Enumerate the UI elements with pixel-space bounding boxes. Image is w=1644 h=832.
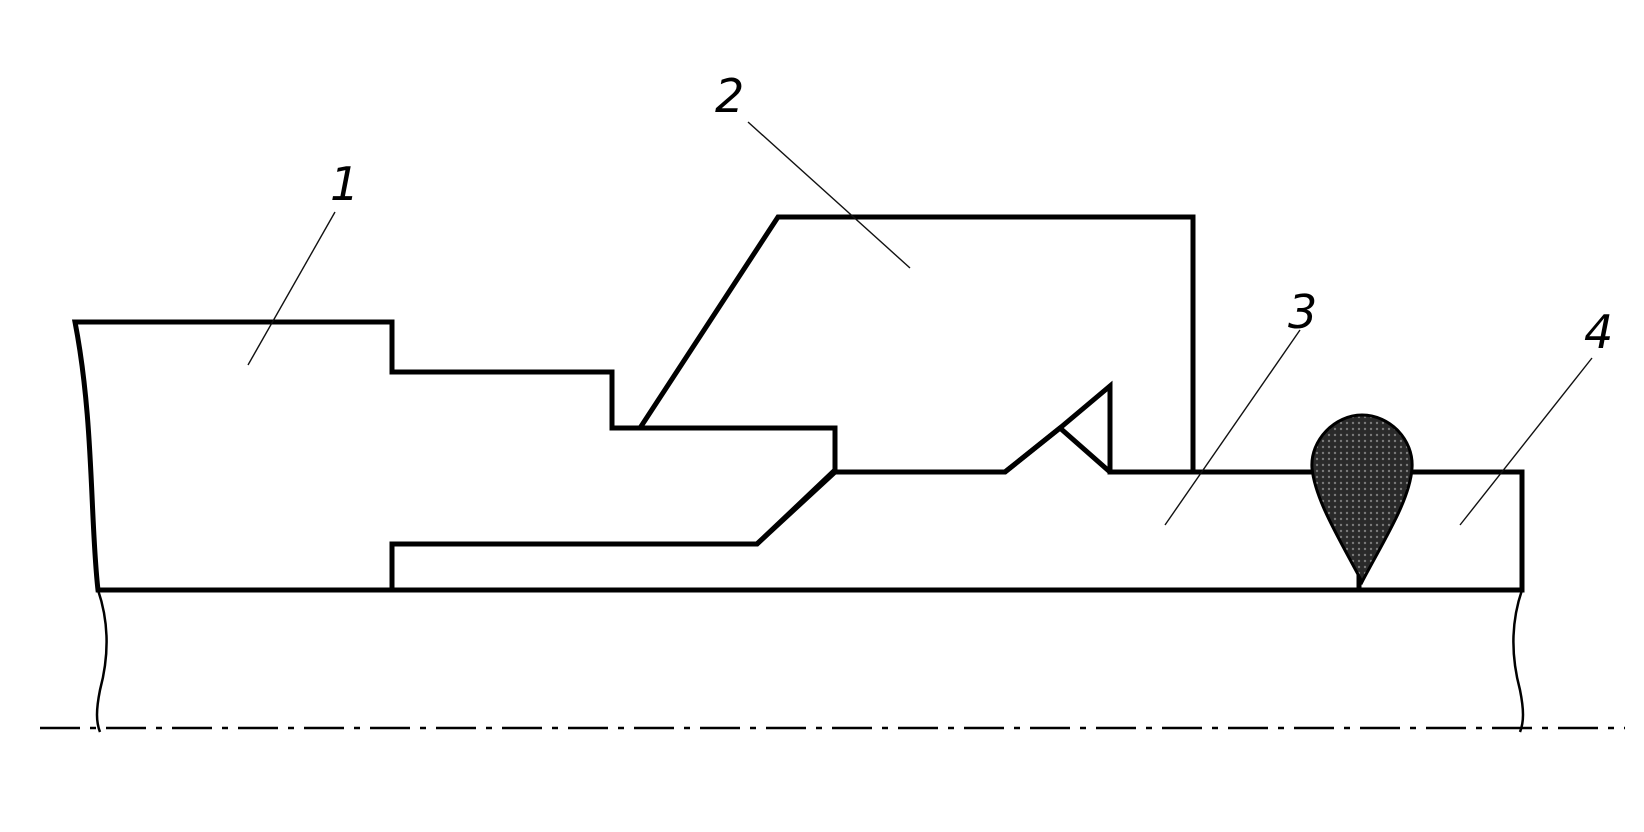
part-3-body xyxy=(389,424,1362,593)
right-break-line xyxy=(1512,589,1525,733)
leader-line-4 xyxy=(1459,357,1593,526)
part-2-body xyxy=(635,214,1196,475)
left-break-line xyxy=(95,589,108,733)
weld-bead xyxy=(1310,413,1414,586)
label-part-1: 1 xyxy=(330,157,359,211)
leader-line-3 xyxy=(1164,329,1301,526)
label-part-2: 2 xyxy=(715,69,744,123)
leader-line-1 xyxy=(247,211,336,366)
label-part-4: 4 xyxy=(1584,305,1613,359)
leader-line-2 xyxy=(747,121,911,269)
label-part-3: 3 xyxy=(1288,285,1317,339)
part-1-body xyxy=(71,319,838,593)
part-2-flank-line xyxy=(638,216,780,429)
